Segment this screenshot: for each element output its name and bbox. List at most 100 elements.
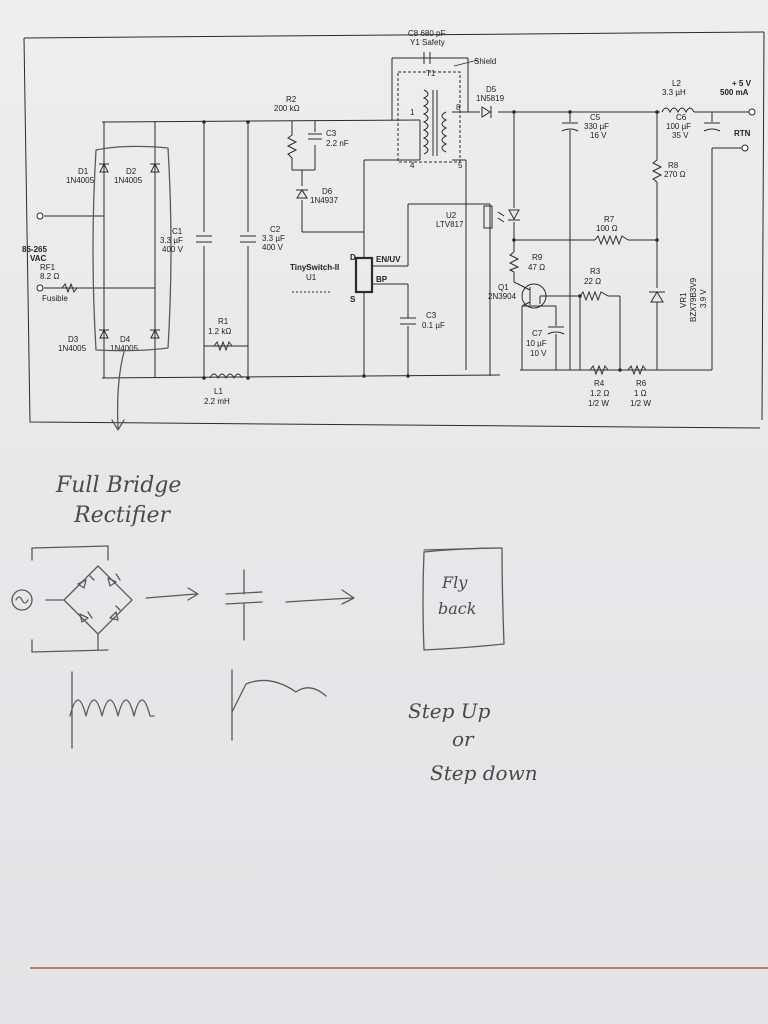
- label-d4-part: 1N4005: [110, 344, 139, 353]
- diode-d1-icon: [99, 162, 109, 173]
- label-c1: C1: [172, 227, 183, 236]
- resistor-r6-icon: [627, 364, 647, 376]
- diode-d4-icon: [150, 328, 160, 339]
- optocoupler-u2-icon: [483, 205, 493, 229]
- inductor-l1-icon: [209, 373, 243, 380]
- note-step-up: Step Up: [408, 699, 491, 723]
- circuit-wires: [36, 57, 756, 379]
- resistor-r3-icon: [579, 290, 609, 302]
- label-rtn: RTN: [734, 129, 751, 138]
- transformer-primary-icon: [422, 89, 429, 155]
- label-c3-value: 2.2 nF: [326, 139, 349, 148]
- ac-input-terminal: [36, 284, 44, 292]
- label-d6: D6: [322, 187, 333, 196]
- sketch-rectified-wave: [69, 671, 155, 749]
- sketch-filtered-wave: [231, 669, 327, 741]
- label-d2: D2: [126, 167, 137, 176]
- label-r1: R1: [218, 317, 229, 326]
- label-l1-value: 2.2 mH: [204, 397, 230, 406]
- resistor-r9-icon: [508, 251, 520, 273]
- label-c1-voltage: 400 V: [162, 245, 184, 254]
- label-output-current: 500 mA: [720, 88, 749, 97]
- label-d3: D3: [68, 335, 79, 344]
- sketch-bridge-icon: [63, 565, 133, 635]
- label-r1-value: 1.2 kΩ: [208, 327, 231, 336]
- label-pin-s: S: [350, 295, 356, 304]
- transformer-secondary-icon: [441, 111, 448, 153]
- label-l2: L2: [672, 79, 681, 88]
- note-fly: Fly: [441, 573, 468, 592]
- resistor-r2-icon: [286, 134, 298, 159]
- rectifier-highlight-box: [92, 145, 172, 352]
- label-c7-voltage: 10 V: [530, 349, 547, 358]
- label-r4-power: 1/2 W: [588, 399, 609, 408]
- label-d1-part: 1N4005: [66, 176, 95, 185]
- label-input-vac: VAC: [30, 254, 47, 263]
- label-vr1: VR1: [679, 292, 688, 308]
- transistor-q1-icon: [521, 283, 547, 309]
- label-q1: Q1: [498, 283, 509, 292]
- label-c6: C6: [676, 113, 687, 122]
- label-pin-5: 5: [458, 161, 463, 170]
- resistor-r1-icon: [213, 340, 233, 352]
- label-tinyswitch: TinySwitch-II: [290, 263, 339, 272]
- label-r8-value: 270 Ω: [664, 170, 686, 179]
- label-d2-part: 1N4005: [114, 176, 143, 185]
- resistor-r4-icon: [589, 364, 609, 376]
- label-c2-value: 3.3 µF: [262, 234, 285, 243]
- component-symbols: [61, 52, 721, 380]
- label-r6: R6: [636, 379, 647, 388]
- transformer-t1-shield: [397, 71, 461, 163]
- sketch-bridge-wire: [31, 545, 109, 561]
- label-l1: L1: [214, 387, 223, 396]
- label-c3b: C3: [426, 311, 437, 320]
- label-rf1-type: Fusible: [42, 294, 68, 303]
- label-c5-value: 330 µF: [584, 122, 609, 131]
- label-input-range: 85-265: [22, 245, 47, 254]
- note-rectifier: Rectifier: [73, 503, 171, 528]
- diode-d6-icon: [296, 189, 308, 199]
- label-c3: C3: [326, 129, 337, 138]
- label-r3: R3: [590, 267, 601, 276]
- rectifier-arrow: [111, 351, 125, 431]
- label-d6-part: 1N4937: [310, 196, 339, 205]
- label-c2: C2: [270, 225, 281, 234]
- label-c7: C7: [532, 329, 543, 338]
- label-r8: R8: [668, 161, 679, 170]
- label-c6-voltage: 35 V: [672, 131, 689, 140]
- note-full-bridge: Full Bridge: [55, 473, 181, 498]
- label-c6-value: 100 µF: [666, 122, 691, 131]
- label-pin-1: 1: [410, 108, 415, 117]
- label-l2-value: 3.3 µH: [662, 88, 686, 97]
- note-or: or: [452, 727, 475, 751]
- label-vr1-voltage: 3.9 V: [699, 289, 708, 308]
- label-shield: Shield: [474, 57, 496, 66]
- tinyswitch-chip: [354, 256, 374, 294]
- label-r9-value: 47 Ω: [528, 263, 545, 272]
- label-r2: R2: [286, 95, 297, 104]
- label-d5: D5: [486, 85, 497, 94]
- zener-vr1-icon: [649, 291, 665, 303]
- label-r4-value: 1.2 Ω: [590, 389, 609, 398]
- note-back: back: [438, 599, 476, 618]
- label-d3-part: 1N4005: [58, 344, 87, 353]
- label-pin-4: 4: [410, 161, 415, 170]
- label-u2-part: LTV817: [436, 220, 464, 229]
- label-c8-rating: Y1 Safety: [410, 38, 445, 47]
- label-d1: D1: [78, 167, 89, 176]
- resistor-r7-icon: [594, 234, 629, 246]
- label-c5: C5: [590, 113, 601, 122]
- label-d5-part: 1N5819: [476, 94, 505, 103]
- diode-d2-icon: [150, 162, 160, 173]
- label-u2: U2: [446, 211, 457, 220]
- label-d4: D4: [120, 335, 131, 344]
- label-t1: T1: [426, 69, 436, 78]
- label-pin-8: 8: [456, 103, 461, 112]
- label-r9: R9: [532, 253, 543, 262]
- label-vr1-part: BZX79B3V9: [689, 277, 698, 322]
- resistor-r8-icon: [651, 159, 663, 183]
- label-r2-value: 200 kΩ: [274, 104, 300, 113]
- label-r3-value: 22 Ω: [584, 277, 601, 286]
